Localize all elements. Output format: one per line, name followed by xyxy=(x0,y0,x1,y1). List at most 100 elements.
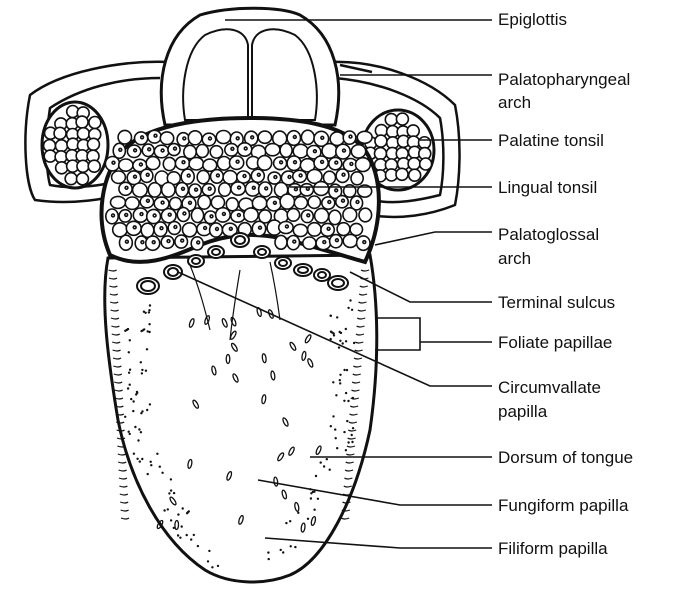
filiform-dot xyxy=(167,508,169,510)
filiform-dot xyxy=(335,394,337,396)
filiform-dot xyxy=(156,453,158,455)
circumvallate-papilla-center xyxy=(318,272,326,278)
lingual-nodule xyxy=(294,197,307,209)
lingual-nodule xyxy=(356,158,371,172)
tonsil-nodule xyxy=(374,148,386,160)
filiform-dot xyxy=(177,534,179,536)
filiform-dot xyxy=(330,425,332,427)
lingual-nodule xyxy=(189,157,203,170)
filiform-dot xyxy=(346,369,348,371)
label-dorsum-of-tongue: Dorsum of tongue xyxy=(498,447,633,468)
filiform-dot xyxy=(145,370,147,372)
lingual-nodule xyxy=(329,210,341,224)
tonsil-nodule xyxy=(76,173,88,185)
filiform-dot xyxy=(141,369,143,371)
lingual-nodule xyxy=(258,156,272,171)
label-circumvallate-papilla-line2: papilla xyxy=(498,401,547,422)
tonsil-nodule xyxy=(375,135,387,147)
filiform-dot xyxy=(217,565,219,567)
filiform-dot xyxy=(128,372,130,374)
filiform-dot xyxy=(147,473,149,475)
filiform-dot xyxy=(150,464,152,466)
filiform-dot xyxy=(163,509,165,511)
edge-mark xyxy=(121,510,129,511)
edge-mark xyxy=(119,486,127,487)
edge-mark xyxy=(342,510,350,511)
edge-mark xyxy=(117,446,125,447)
filiform-dot xyxy=(179,537,181,539)
lingual-nodule xyxy=(287,209,299,222)
filiform-dot xyxy=(336,447,338,449)
tonsil-nodule xyxy=(77,160,89,172)
lingual-nodule xyxy=(191,208,203,222)
tonsil-nodule xyxy=(409,169,421,181)
filiform-dot xyxy=(342,342,344,344)
filiform-dot xyxy=(353,342,355,344)
lingual-nodule xyxy=(351,145,365,158)
filiform-dot xyxy=(168,492,170,494)
filiform-dot xyxy=(338,346,340,348)
lingual-nodule xyxy=(148,183,161,197)
lingual-nodule xyxy=(280,194,294,209)
filiform-dot xyxy=(181,525,183,527)
filiform-dot xyxy=(345,449,347,451)
label-filiform-papilla: Filiform papilla xyxy=(498,538,608,559)
filiform-dot xyxy=(132,410,134,412)
label-terminal-sulcus: Terminal sulcus xyxy=(498,292,615,313)
lingual-nodule xyxy=(280,144,292,158)
filiform-dot xyxy=(317,498,319,500)
tonsil-nodule xyxy=(87,138,99,150)
label-palatine-tonsil: Palatine tonsil xyxy=(498,130,604,151)
filiform-dot xyxy=(315,475,317,477)
edge-mark xyxy=(118,454,126,455)
filiform-dot xyxy=(332,332,334,334)
lingual-nodule xyxy=(308,223,322,236)
circumvallate-papilla-center xyxy=(279,260,287,266)
filiform-dot xyxy=(351,441,353,443)
lingual-nodule xyxy=(244,208,258,222)
filiform-dot xyxy=(147,330,149,332)
filiform-dot xyxy=(352,427,354,429)
lingual-nodule xyxy=(343,208,357,222)
filiform-dot xyxy=(336,316,338,318)
lingual-nodule xyxy=(146,157,160,170)
filiform-dot xyxy=(332,415,334,417)
tonsil-nodule xyxy=(65,173,77,185)
circumvallate-papilla-center xyxy=(141,281,155,291)
tonsil-nodule xyxy=(56,162,68,174)
edge-mark xyxy=(341,518,349,519)
lingual-nodule xyxy=(119,159,133,171)
label-foliate-papillae: Foliate papillae xyxy=(498,332,612,353)
tonsil-nodule xyxy=(54,127,66,139)
filiform-dot xyxy=(124,330,126,332)
filiform-dot xyxy=(334,428,336,430)
filiform-dot xyxy=(282,551,284,553)
filiform-dot xyxy=(349,299,351,301)
filiform-dot xyxy=(127,387,129,389)
tonsil-nodule xyxy=(76,116,88,128)
filiform-dot xyxy=(193,534,195,536)
lingual-nodule xyxy=(308,196,320,208)
filiform-dot xyxy=(129,433,131,435)
lingual-nodule xyxy=(315,208,329,223)
lingual-nodule xyxy=(196,145,208,158)
filiform-dot xyxy=(345,328,347,330)
lingual-nodule xyxy=(275,235,287,249)
lingual-nodule xyxy=(357,131,372,143)
label-palatoglossal-arch-line2: arch xyxy=(498,248,531,269)
circumvallate-papilla-center xyxy=(235,236,245,244)
filiform-dot xyxy=(343,369,345,371)
lingual-nodule xyxy=(293,224,307,236)
circumvallate-papilla-center xyxy=(168,268,178,276)
lingual-nodule xyxy=(112,171,126,183)
filiform-dot xyxy=(339,340,341,342)
filiform-dot xyxy=(140,330,142,332)
filiform-dot xyxy=(330,315,332,317)
filiform-dot xyxy=(139,460,141,462)
filiform-dot xyxy=(346,420,348,422)
filiform-dot xyxy=(141,410,143,412)
filiform-dot xyxy=(197,545,199,547)
lingual-nodule xyxy=(258,131,271,143)
label-fungiform-papilla: Fungiform papilla xyxy=(498,495,628,516)
filiform-dot xyxy=(310,497,312,499)
